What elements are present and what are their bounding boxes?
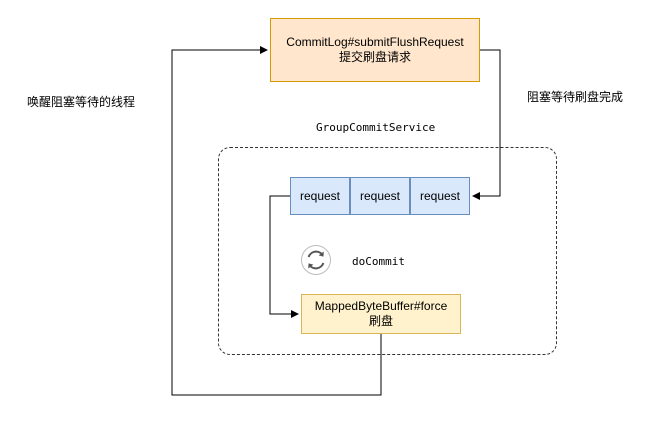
mapped-byte-buffer-force-box: MappedByteBuffer#force 刷盘 — [301, 294, 461, 334]
arrow-requests-to-flush — [269, 195, 299, 318]
commit-log-submit-desc: 提交刷盘请求 — [338, 50, 411, 64]
commit-log-submit-box: CommitLog#submitFlushRequest 提交刷盘请求 — [270, 18, 480, 82]
arrow-commit-to-requests — [472, 49, 501, 200]
wait-flush-label: 阻塞等待刷盘完成 — [527, 90, 624, 104]
commit-log-submit-text: CommitLog#submitFlushRequest — [286, 35, 464, 49]
wake-up-threads-label: 唤醒阻塞等待的线程 — [27, 95, 136, 109]
group-commit-service-label: GroupCommitService — [316, 121, 436, 134]
refresh-icon — [301, 245, 331, 275]
mapped-byte-buffer-force-desc: 刷盘 — [368, 314, 393, 328]
request-item: request — [290, 177, 350, 215]
group-commit-service-container — [218, 147, 557, 355]
request-item: request — [350, 177, 410, 215]
mapped-byte-buffer-force-text: MappedByteBuffer#force — [314, 299, 448, 313]
request-item: request — [410, 177, 470, 215]
do-commit-label: doCommit — [352, 255, 405, 268]
arrow-flush-to-commit — [171, 46, 382, 396]
